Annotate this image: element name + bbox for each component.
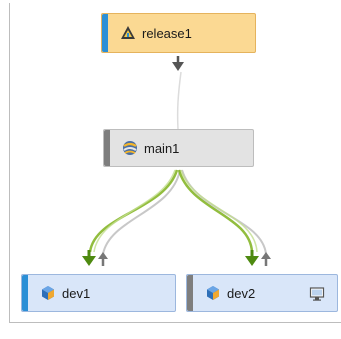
stream-node-dev2[interactable]: dev2 [186,274,338,312]
stream-label: dev2 [227,285,256,301]
stream-type-stripe [102,14,108,52]
stream-node-release1[interactable]: release1 [101,13,256,53]
release-merge-down-arrow [172,56,184,71]
stream-label: main1 [144,140,180,156]
stream-type-stripe [104,130,110,166]
development-stream-icon [40,285,56,301]
development-stream-icon [205,285,221,301]
monitor-icon[interactable] [309,286,325,302]
stream-label: release1 [142,25,192,41]
stream-type-stripe [22,275,28,311]
stream-type-stripe [187,275,193,311]
main-dev2-merge-path [177,169,254,253]
mainline-stream-icon [122,140,138,156]
dev2-copy-up-arrow [261,252,271,266]
dev2-merge-down-arrow [245,250,259,266]
release-main-connector [176,71,182,130]
main-dev1-copy-path [102,169,181,255]
release-stream-icon [120,25,136,41]
stream-node-main1[interactable]: main1 [103,129,254,167]
dev1-merge-down-arrow [82,250,96,266]
main-dev1-merge-path [88,169,179,253]
stream-node-dev1[interactable]: dev1 [21,274,176,312]
dev1-copy-up-arrow [98,252,108,266]
stream-label: dev1 [62,285,91,301]
